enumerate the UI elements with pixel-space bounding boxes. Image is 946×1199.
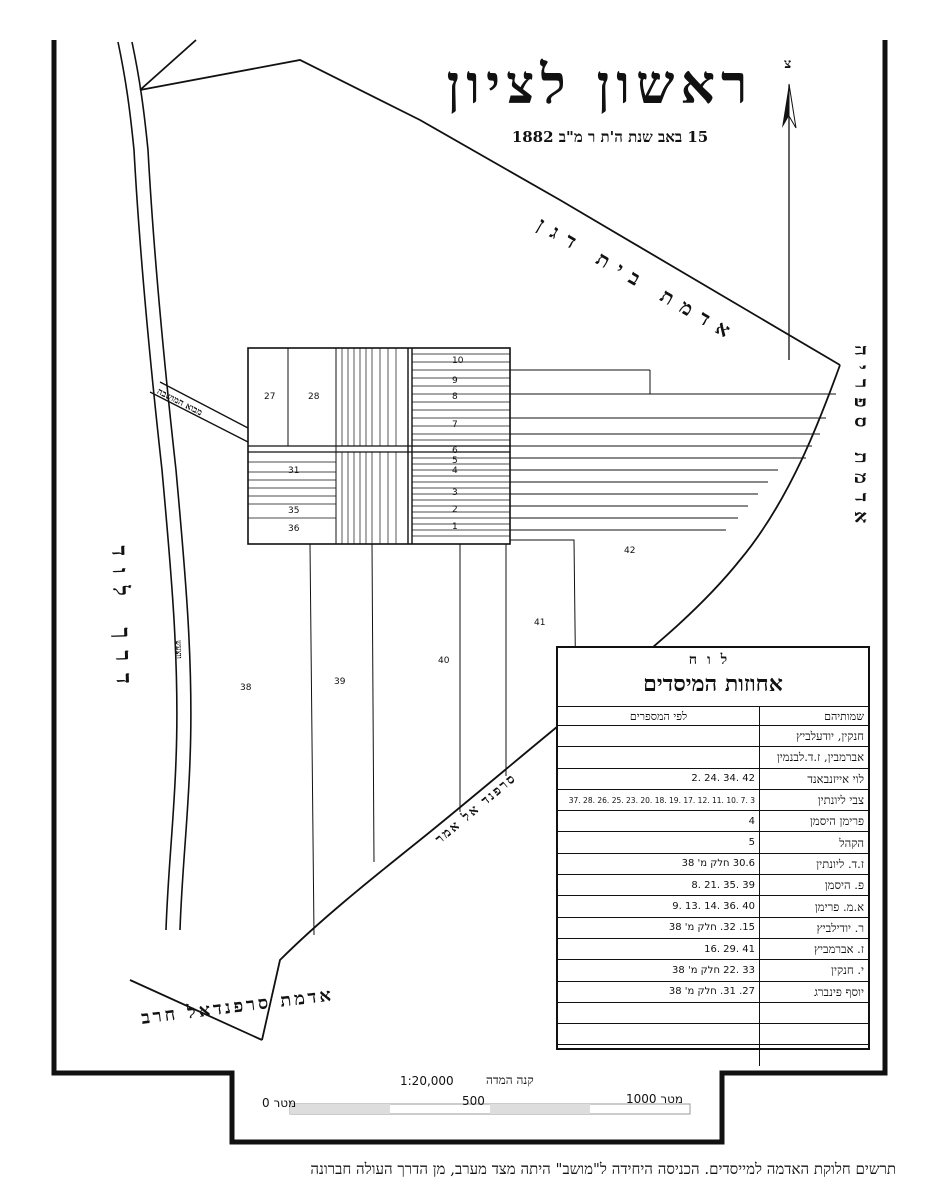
legend-owner-name <box>759 1001 868 1024</box>
figure-caption: תרשים חלוקת האדמה למייסדים. הכניסה היחיד… <box>310 1160 896 1178</box>
plot-number: 8 <box>452 392 458 402</box>
legend-row: חנקין, יודעלביץ <box>558 724 868 747</box>
legend-plot-numbers: 39 .35 .21 .8 <box>558 874 760 896</box>
legend-owner-name: י. חנקין <box>759 959 868 982</box>
scale-bar <box>289 1103 691 1115</box>
map-subtitle: 15 באב שנת ה'ת ר מ"ב 1882 <box>511 128 709 146</box>
legend-plot-numbers: 40 .36 .14 .13 .9 <box>558 895 760 918</box>
scale-mid-label: 500 <box>462 1094 485 1108</box>
legend-row: אברמבין, ז.ד.לבנמין <box>558 746 868 769</box>
legend-owner-name: פ. היסמן <box>759 874 868 896</box>
legend-owner-name: חנקין, יודעלביץ <box>759 724 868 747</box>
legend-owner-name: ז.ד. ליונתין <box>759 852 868 875</box>
legend-owner-name: אברמבין, ז.ד.לבנמין <box>759 746 868 769</box>
north-label: צ <box>784 56 792 72</box>
legend-plot-numbers: 5 <box>558 831 760 854</box>
legend-row <box>558 1001 868 1024</box>
lod-road-label: דרך לוד <box>106 545 138 697</box>
plot-number: 38 <box>240 683 252 693</box>
plot-number: 4 <box>452 466 458 476</box>
plot-number: 5 <box>452 456 458 466</box>
plot-number: 36 <box>288 524 300 534</box>
small-road-label: ווצעש <box>174 640 185 659</box>
legend-owner-name <box>759 1044 868 1066</box>
legend-plot-numbers: 33 .22 חלק מ' 38 <box>558 959 760 982</box>
plot-number: 7 <box>452 420 458 430</box>
legend-plot-numbers <box>558 1001 760 1024</box>
legend-plot-numbers <box>558 1023 760 1045</box>
legend-owner-name: פרימן היסמן <box>759 810 868 832</box>
plot-number: 10 <box>452 356 464 366</box>
beit-dagan-border <box>139 39 841 366</box>
legend-owner-name: א.מ. פרימן <box>759 895 868 918</box>
plot-number: 41 <box>534 618 546 628</box>
plot-number: 9 <box>452 376 458 386</box>
legend-plot-numbers: 3 .7 .10 .11 .12 .17 .19 .18 .20 .23 .25… <box>558 788 760 811</box>
legend-col-names: שמותיהם <box>759 706 868 726</box>
legend-plot-numbers <box>558 1044 760 1066</box>
legend-owner-name: הקהל <box>759 831 868 854</box>
scale-title: קנה המדה <box>486 1073 534 1087</box>
scale-ratio: 1:20,000 <box>400 1074 454 1088</box>
legend-header-row: שמותיהם לפי המספרים <box>558 706 868 726</box>
legend-panel: לוח אחוזות המיסדים שמותיהם לפי המספרים ח… <box>556 646 870 1066</box>
map-title: ראשון לציון <box>446 52 754 116</box>
legend-owner-name: לוי אייזנבאנד <box>759 767 868 790</box>
legend-owner-name: צבי ליונתין <box>759 788 868 811</box>
legend-plot-numbers: 42 .34 .24 .2 <box>558 767 760 790</box>
legend-plot-numbers <box>558 746 760 769</box>
plot-number: 39 <box>334 677 346 687</box>
sfaria-label: אדמת ספריה <box>850 345 872 533</box>
legend-heading-small: לוח <box>688 652 738 668</box>
plot-number: 2 <box>452 505 458 515</box>
plot-number: 35 <box>288 506 300 516</box>
legend-heading: אחוזות המיסדים <box>643 671 783 697</box>
legend-owner-name: יוסף פינברג <box>759 980 868 1003</box>
scale-right-label: מטר 1000 <box>626 1092 684 1106</box>
legend-plot-numbers: 27. 31. חלק מ' 38 <box>558 980 760 1003</box>
lod-road <box>117 41 178 931</box>
plot-number: 40 <box>438 656 450 666</box>
legend-row <box>558 1023 868 1045</box>
legend-row <box>558 1044 868 1066</box>
plot-number: 6 <box>452 446 458 456</box>
map-frame <box>51 40 888 1145</box>
plot-number: 31 <box>288 466 300 476</box>
plot-number: 1 <box>452 522 458 532</box>
srafand-harab-border <box>129 979 263 1041</box>
legend-plot-numbers <box>558 724 760 747</box>
plot-number: 42 <box>624 546 636 556</box>
legend-plot-numbers: 4 <box>558 810 760 832</box>
entrance-road <box>149 381 249 443</box>
legend-col-plots: לפי המספרים <box>558 706 760 726</box>
legend-plot-numbers: 41 .29 .16 <box>558 937 760 960</box>
plot-number: 3 <box>452 488 458 498</box>
plot-number: 28 <box>308 392 320 402</box>
legend-owner-name <box>759 1023 868 1045</box>
legend-owner-name: ר. יודילביץ <box>759 916 868 939</box>
legend-plot-numbers: 30.6 חלק מ' 38 <box>558 852 760 875</box>
legend-plot-numbers: 15. 32. חלק מ' 38 <box>558 916 760 939</box>
scale-left-label: 0 מטר <box>262 1096 297 1110</box>
plot-number: 27 <box>264 392 276 402</box>
legend-owner-name: ז. אברמביץ <box>759 937 868 960</box>
